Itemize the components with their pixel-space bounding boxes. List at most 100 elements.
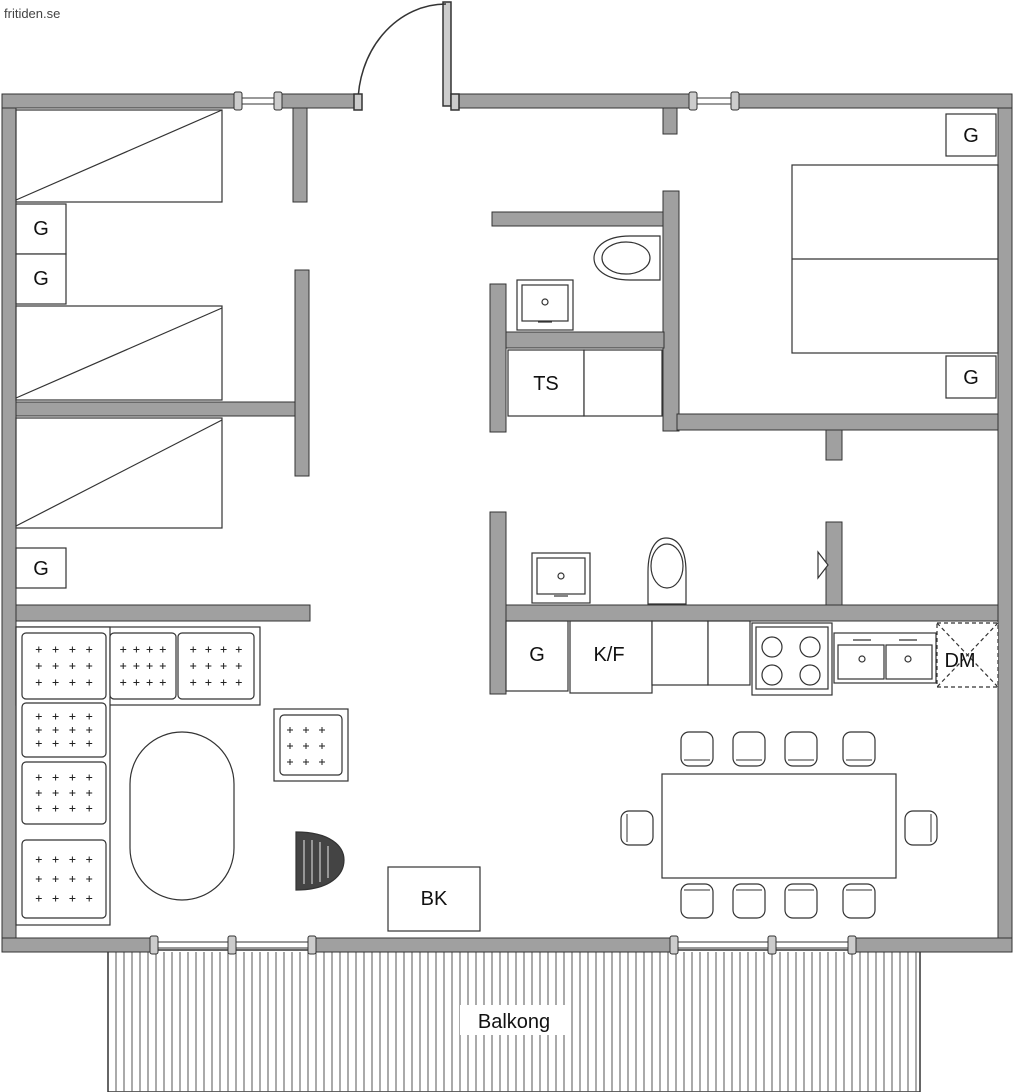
stitch-icon [69,876,76,882]
sink-lower [531,552,591,604]
sofa-cushions [21,632,255,919]
stitch-icon [52,895,59,902]
stitch-icon [86,740,93,747]
fireplace-icon [295,831,345,891]
stitch-icon [86,774,93,781]
sofa-cushion [21,702,107,758]
stitch-icon [86,727,93,733]
storage-cabinet-label: BK [421,888,448,910]
stitch-icon [52,856,59,863]
stitch-icon [133,646,140,653]
exterior-walls [1,93,1013,953]
kitchen-sink [833,632,937,684]
dining-chair [732,731,766,767]
toilet-lower [647,537,687,605]
beds [15,109,999,529]
bunk-bed-top [15,109,223,203]
stitch-icon [35,805,42,812]
dining-chair [680,883,714,919]
stitch-icon [159,663,166,669]
stitch-icon [120,679,127,686]
stitch-icon [52,740,59,747]
dining-table [661,773,897,879]
stitch-icon [69,727,76,733]
stitch-icon [52,790,59,796]
stitch-icon [146,679,153,686]
watermark: fritiden.se [4,6,61,21]
stitch-icon [146,663,153,669]
sofa-cushion [21,632,107,700]
stitch-icon [287,727,293,733]
fridge-freezer-label: K/F [593,644,624,666]
dining-chair [842,883,876,919]
stitch-icon [86,679,93,686]
stitch-icon [159,646,166,653]
kitchen-cabinet-1 [651,620,709,686]
wardrobe-5-label: G [963,367,979,389]
stitch-icon [52,663,59,669]
windows [149,91,857,955]
wardrobe-6-label: G [529,644,545,666]
stitch-icon [86,876,93,882]
wardrobes: G G G G G G [15,113,997,692]
stitch-icon [52,805,59,812]
stitch-icon [303,759,309,765]
stitch-icon [86,663,93,669]
dining-chair [784,883,818,919]
stitch-icon [69,790,76,796]
stitch-icon [52,713,59,720]
stitch-icon [133,679,140,686]
toilet-upper [593,235,661,281]
stitch-icon [52,774,59,781]
wardrobe-2-label: G [33,268,49,290]
stitch-icon [52,727,59,733]
stitch-icon [235,679,242,686]
wardrobe-6: G [505,620,569,692]
balcony-label-bg [460,1005,570,1035]
stove [751,622,833,696]
wardrobe-1: G [15,203,67,255]
stitch-icon [69,679,76,686]
double-bed [791,164,999,354]
dining-chair [680,731,714,767]
dining-chair [620,810,654,846]
stitch-icon [235,646,242,653]
dining-area [620,731,938,919]
kitchen-cabinet-2 [707,620,751,686]
stitch-icon [86,805,93,812]
stitch-icon [52,679,59,686]
dining-chair [904,810,938,846]
stitch-icon [86,895,93,902]
kitchen: K/F DM [569,620,999,696]
entrance-door [353,1,460,111]
stitch-icon [69,646,76,653]
sink-upper [516,279,574,331]
stitch-icon [35,727,42,733]
stitch-icon [205,663,212,669]
door-stopper-icon [817,550,829,580]
sofa [15,626,261,926]
stitch-icon [52,876,59,882]
lower-bathroom [531,537,829,605]
stitch-icon [303,727,309,733]
stitch-icon [86,790,93,796]
stitch-icon [319,743,325,749]
stitch-icon [159,679,166,686]
interior-walls [15,107,999,695]
stitch-icon [35,679,42,686]
stitch-icon [133,663,140,669]
stitch-icon [86,713,93,720]
sofa-cushion [21,761,107,825]
stitch-icon [120,646,127,653]
dining-chair [842,731,876,767]
dishwasher-label: DM [944,650,975,672]
stitch-icon [69,856,76,863]
dining-chair [784,731,818,767]
bunk-bed-bottom [15,417,223,529]
coffee-table [129,731,235,901]
storage-cabinet: BK [387,866,481,932]
stitch-icon [52,646,59,653]
wardrobe-4: G [945,113,997,157]
sofa-cushion [109,632,177,700]
